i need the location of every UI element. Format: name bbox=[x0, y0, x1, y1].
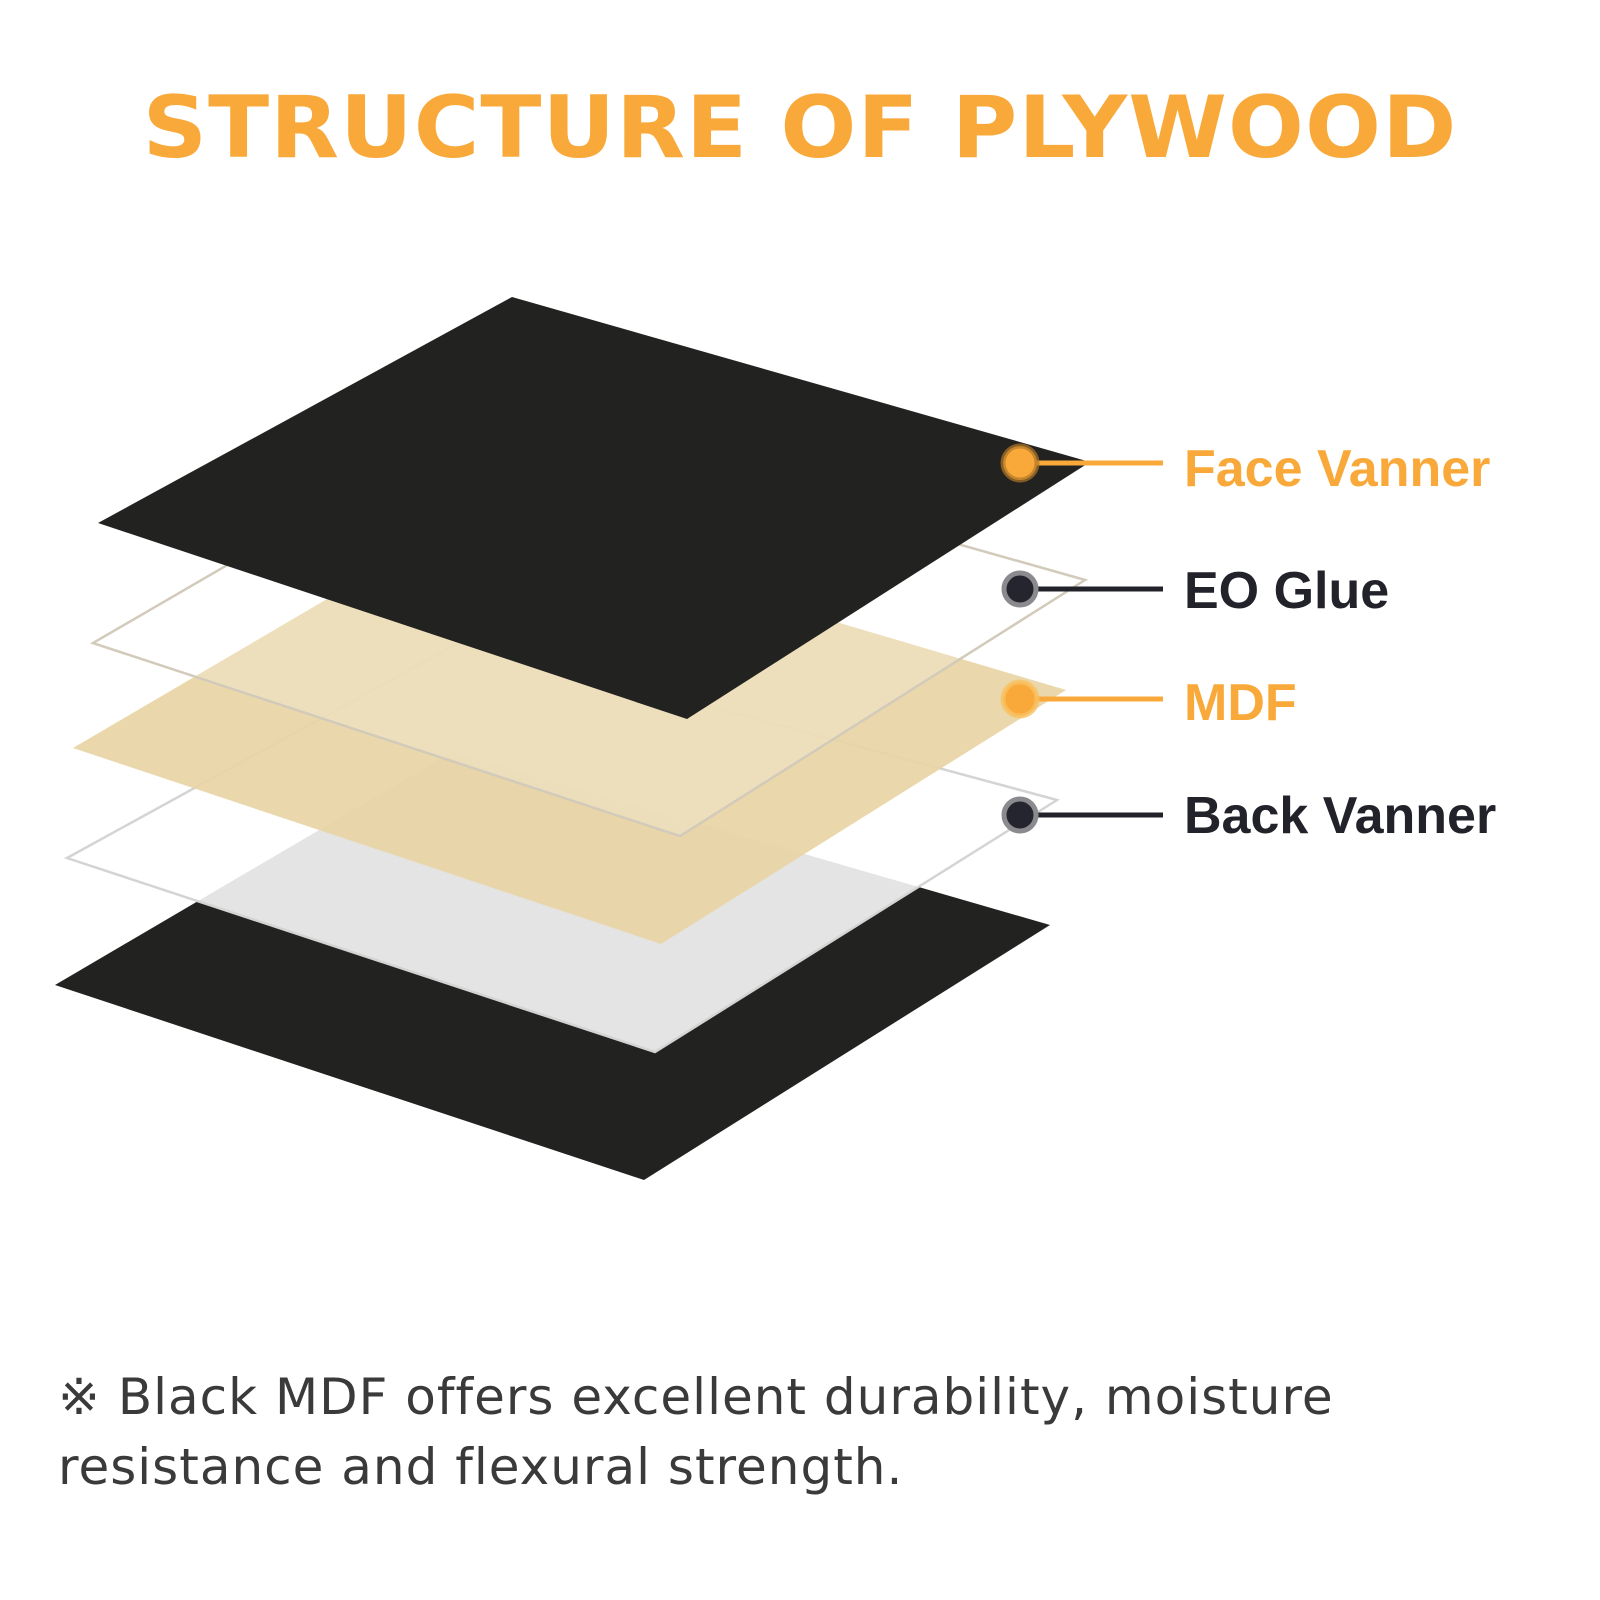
label-mdf: MDF bbox=[1184, 674, 1297, 732]
footnote: ※ Black MDF offers excellent durability,… bbox=[58, 1362, 1478, 1502]
label-face-veneer: Face Vanner bbox=[1184, 440, 1491, 498]
reference-mark-icon: ※ bbox=[58, 1368, 101, 1426]
label-eo-glue: EO Glue bbox=[1184, 562, 1390, 620]
page-title: STRUCTURE OF PLYWOOD bbox=[142, 78, 1458, 178]
dark-dot-icon bbox=[1001, 570, 1039, 608]
footnote-text: Black MDF offers excellent durability, m… bbox=[58, 1368, 1334, 1496]
face-veneer-sheet bbox=[98, 297, 1090, 719]
face-veneer-callout bbox=[1000, 443, 1163, 483]
mdf-callout bbox=[1000, 679, 1163, 719]
orange-dot-icon bbox=[1000, 679, 1040, 719]
eo-glue-callout bbox=[1001, 570, 1163, 608]
label-back-veneer: Back Vanner bbox=[1184, 787, 1497, 845]
back-veneer-callout bbox=[1001, 796, 1163, 834]
dark-dot-icon bbox=[1001, 796, 1039, 834]
orange-dot-icon bbox=[1000, 443, 1040, 483]
